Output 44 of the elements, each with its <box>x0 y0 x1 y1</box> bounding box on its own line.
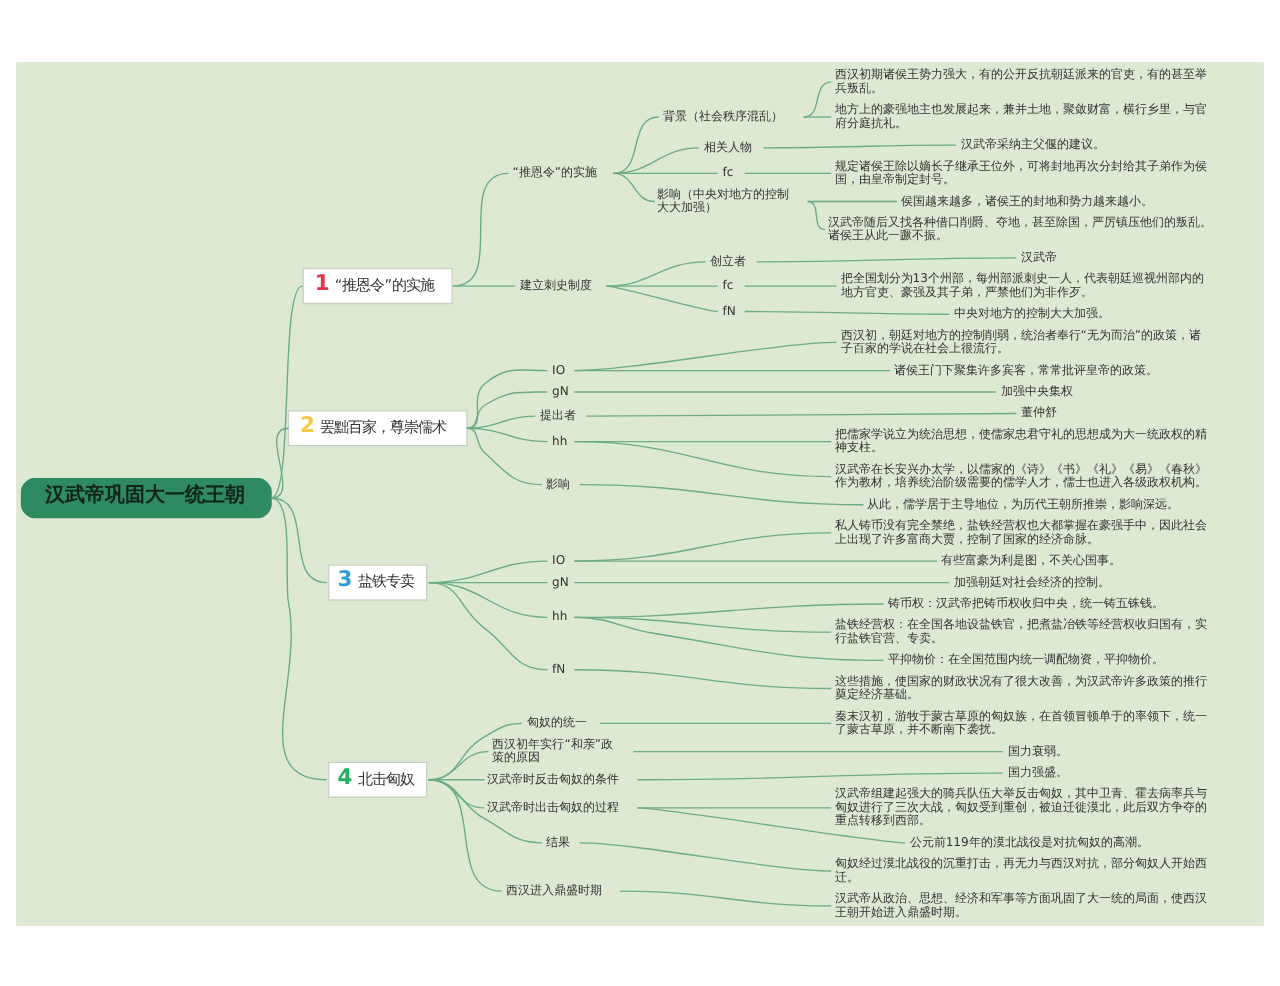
connector <box>605 284 719 286</box>
connector <box>452 284 516 286</box>
connector <box>573 390 997 392</box>
connector <box>803 115 832 117</box>
connector <box>599 721 832 724</box>
connector <box>573 440 832 477</box>
connector <box>619 889 832 906</box>
connector <box>428 778 503 891</box>
connector <box>270 496 328 583</box>
connector <box>466 390 549 428</box>
connector <box>605 284 719 312</box>
connector <box>636 771 1004 780</box>
connector <box>466 426 543 485</box>
connector <box>585 411 1017 416</box>
connector <box>762 143 957 148</box>
connector <box>744 284 838 286</box>
connector <box>612 115 660 173</box>
connector <box>612 146 700 173</box>
node-box: 汉武帝巩固大一统王朝 <box>20 476 272 518</box>
connector <box>573 368 891 371</box>
connector <box>428 580 549 670</box>
connector <box>270 496 328 780</box>
connector <box>744 309 950 314</box>
connector <box>466 414 536 428</box>
connector <box>744 171 832 173</box>
connector <box>636 806 832 808</box>
connector <box>573 615 885 661</box>
connector <box>270 426 290 498</box>
connector <box>573 580 950 583</box>
connector <box>807 199 898 202</box>
connector <box>756 256 1017 262</box>
connector <box>466 368 549 428</box>
connector <box>573 668 832 689</box>
connector <box>466 426 549 442</box>
connector <box>803 80 832 117</box>
connector <box>612 171 656 202</box>
connector <box>428 778 543 843</box>
connector <box>636 806 906 843</box>
connector <box>578 482 865 505</box>
connector <box>573 559 938 561</box>
connector <box>632 749 1004 752</box>
connector <box>578 841 832 871</box>
connector <box>807 199 826 230</box>
connector <box>270 284 304 498</box>
